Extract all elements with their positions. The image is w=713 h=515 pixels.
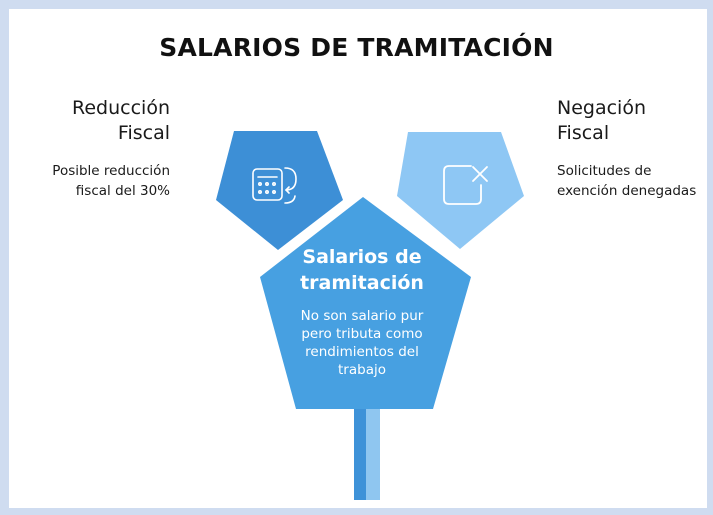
- center-heading-line1: Salarios de: [302, 246, 422, 268]
- close-box-icon: [443, 165, 488, 205]
- left-description-line1: Posible reducción: [52, 163, 170, 179]
- center-heading: Salarios de tramitación: [268, 244, 456, 296]
- right-pentagon: [397, 132, 524, 249]
- center-description-line2: pero tributa como: [301, 326, 423, 342]
- right-heading: Negación Fiscal: [557, 96, 697, 146]
- center-description-line4: trabajo: [338, 362, 386, 378]
- left-heading-line1: Reducción: [72, 97, 170, 119]
- right-description: Solicitudes de exención denegadas: [557, 161, 707, 201]
- right-heading-line1: Negación: [557, 97, 646, 119]
- stem-dark: [354, 404, 366, 500]
- left-description: Posible reducción fiscal del 30%: [20, 161, 170, 201]
- left-description-line2: fiscal del 30%: [75, 183, 170, 199]
- left-heading: Reducción Fiscal: [40, 96, 170, 146]
- diagram-title: SALARIOS DE TRAMITACIÓN: [159, 33, 554, 62]
- right-description-line2: exención denegadas: [557, 183, 697, 199]
- left-heading-line2: Fiscal: [117, 122, 170, 144]
- center-description-line1: No son salario pur: [300, 308, 424, 324]
- center-pentagon: [260, 197, 471, 409]
- center-heading-line2: tramitación: [300, 272, 424, 294]
- stem-light: [366, 404, 380, 500]
- left-pentagon: [216, 131, 343, 250]
- calculator-icon: [252, 167, 297, 204]
- center-description-line3: rendimientos del: [305, 344, 419, 360]
- right-description-line1: Solicitudes de: [557, 163, 652, 179]
- right-heading-line2: Fiscal: [557, 122, 610, 144]
- center-description: No son salario pur pero tributa como ren…: [278, 307, 446, 379]
